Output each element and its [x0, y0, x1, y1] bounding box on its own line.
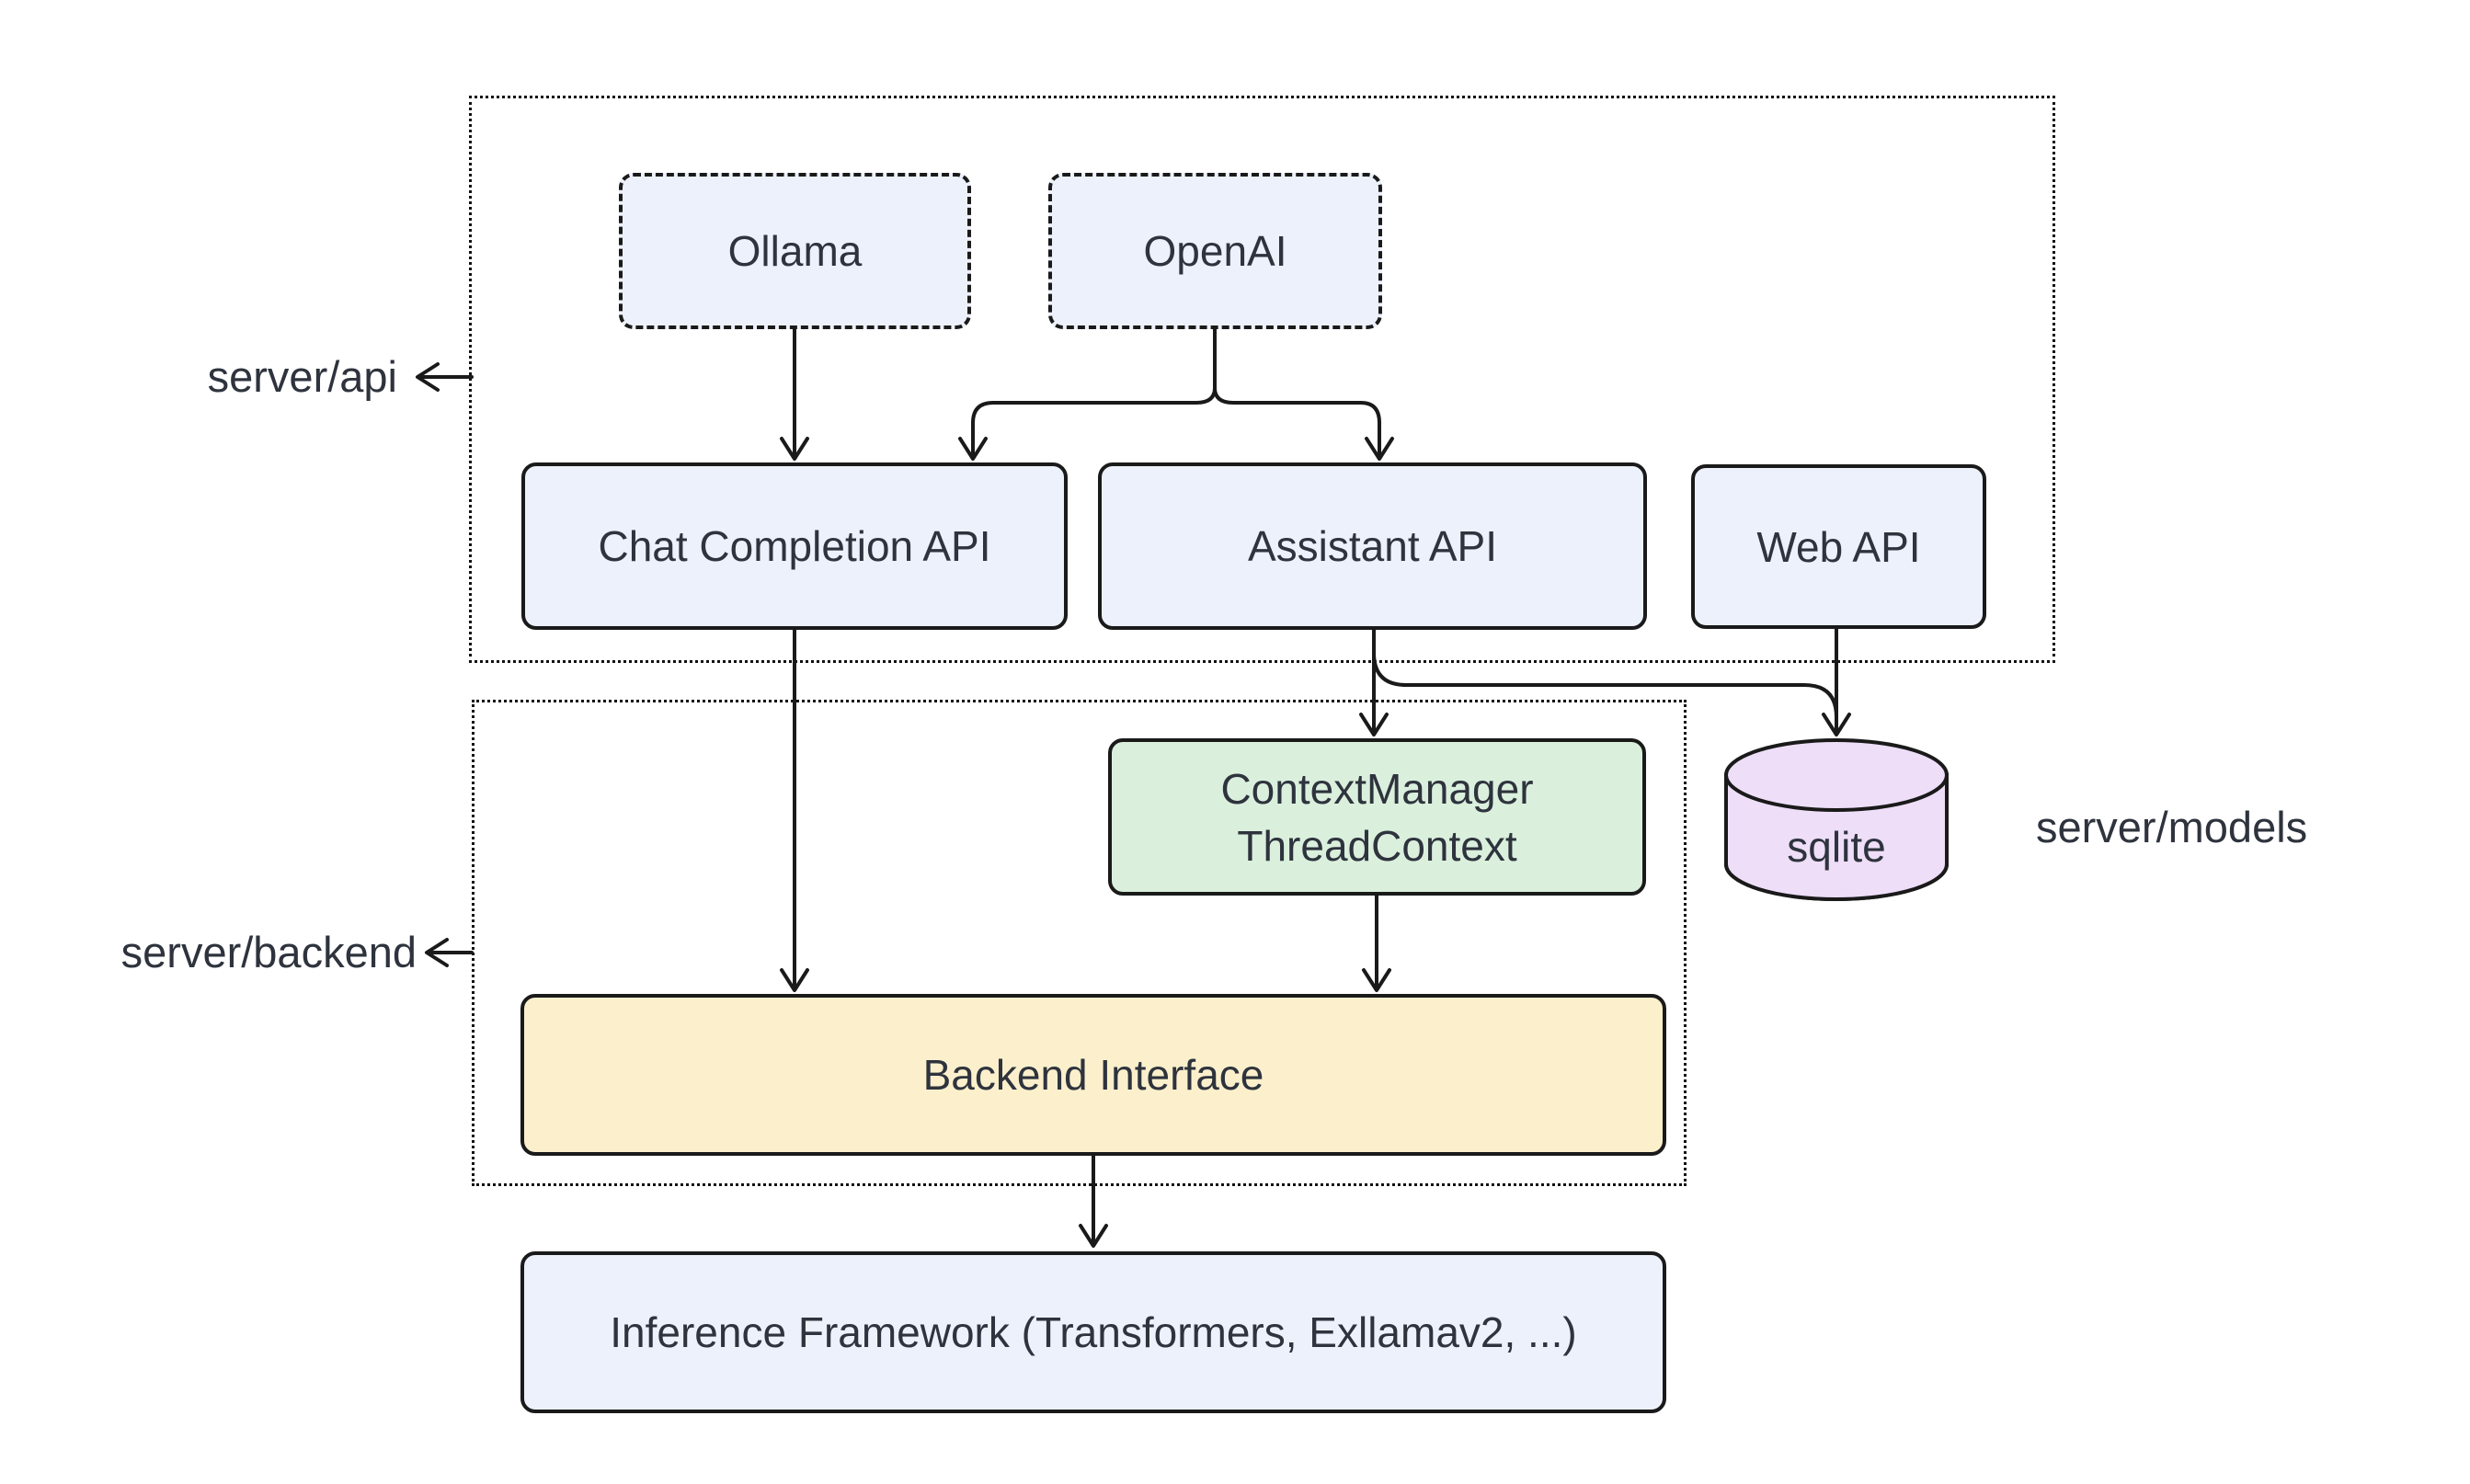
arrowhead-left-icon: [416, 362, 440, 392]
server-backend-group-label: server/backend: [120, 928, 417, 976]
database-cylinder-icon: [1724, 738, 1949, 901]
server-api-group-label: server/api: [207, 352, 397, 401]
node-web-api: Web API: [1691, 464, 1986, 629]
arrowhead-down-icon: [1359, 713, 1389, 736]
arrowhead-down-icon: [1079, 1224, 1108, 1248]
arrowhead-down-icon: [1362, 968, 1391, 992]
node-chat-completion-api: Chat Completion API: [521, 462, 1068, 630]
node-openai: OpenAI: [1048, 173, 1382, 329]
node-context-manager-line2: ThreadContext: [1237, 821, 1517, 870]
node-sqlite-label: sqlite: [1787, 823, 1886, 871]
edge-openai-to-chat-completion: [971, 386, 1217, 456]
server-api-group: [469, 96, 2055, 663]
arrowhead-down-icon: [958, 437, 988, 461]
node-context-manager: ContextManager ThreadContext: [1108, 738, 1646, 896]
arrowhead-down-icon: [780, 968, 809, 992]
node-openai-label: OpenAI: [1143, 227, 1287, 275]
node-backend-interface: Backend Interface: [520, 994, 1666, 1156]
node-context-manager-line1: ContextManager: [1220, 764, 1534, 813]
node-assistant-api-label: Assistant API: [1247, 522, 1497, 570]
server-backend-group: [472, 700, 1687, 1186]
node-web-api-label: Web API: [1756, 522, 1921, 571]
node-assistant-api: Assistant API: [1098, 462, 1647, 630]
node-chat-completion-api-label: Chat Completion API: [598, 522, 991, 570]
edge-openai-to-assistant: [1213, 386, 1381, 456]
arrowhead-down-icon: [1822, 713, 1851, 736]
arrowhead-down-icon: [1365, 437, 1394, 461]
edge-assistant-to-sqlite: [1372, 628, 1838, 728]
arrowhead-down-icon: [780, 437, 809, 461]
arrowhead-left-icon: [425, 938, 449, 967]
server-models-group-label: server/models: [2036, 803, 2308, 851]
node-backend-interface-label: Backend Interface: [922, 1051, 1264, 1099]
node-inference-framework-label: Inference Framework (Transformers, Exlla…: [610, 1308, 1577, 1356]
node-ollama: Ollama: [619, 173, 971, 329]
node-ollama-label: Ollama: [727, 227, 863, 275]
node-inference-framework: Inference Framework (Transformers, Exlla…: [520, 1251, 1666, 1413]
